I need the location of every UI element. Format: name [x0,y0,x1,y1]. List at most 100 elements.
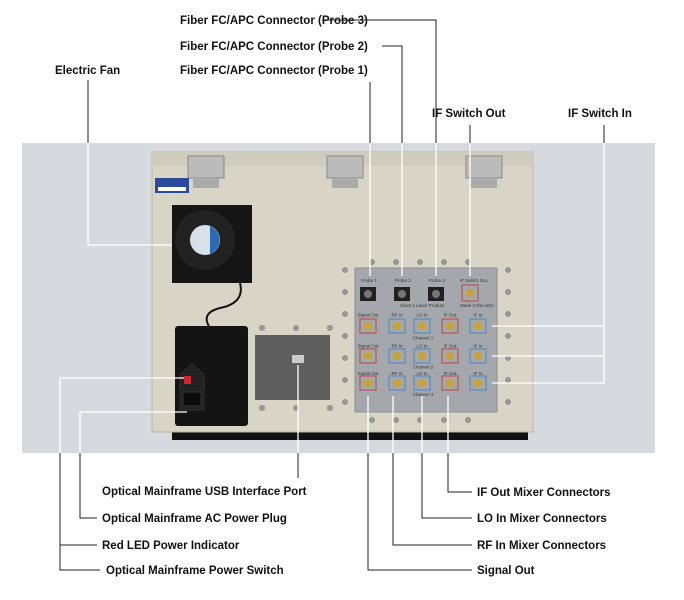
screw [417,259,423,265]
panel-column-label: Signal Out [357,344,379,349]
panel-column-label: Signal Out [357,371,379,376]
label-ac-plug: Optical Mainframe AC Power Plug [102,513,287,525]
screw [441,417,447,423]
panel-probe-3: Probe 3 [429,278,445,283]
label-signal-out: Signal Out [477,565,535,577]
label-probe-1: Fiber FC/APC Connector (Probe 1) [180,65,368,77]
panel-channel-2: Channel 2 [413,365,434,370]
if-switch-out-connector [461,284,479,302]
leader-ac-plug-inner [79,411,187,453]
panel-column-label: IF In [473,371,482,376]
leader-probe-2 [382,45,403,143]
screw [505,399,511,405]
screw [393,259,399,265]
panel-column-label: LO In [416,344,428,349]
mixer-connector-ch1-col4 [441,318,459,334]
mixer-connector-ch3-col1 [359,375,377,391]
panel-column-label: IF In [473,313,482,318]
leader-led-switch [59,453,100,571]
panel-column-label: RF In [391,344,402,349]
label-if-out-mixer: IF Out Mixer Connectors [477,487,611,499]
screw [259,405,265,411]
screw [505,267,511,273]
screw [393,417,399,423]
screw [342,377,348,383]
label-probe-3: Fiber FC/APC Connector (Probe 3) [180,15,368,27]
screw [465,417,471,423]
screw [342,399,348,405]
leader-ac-plug [79,453,97,519]
hinge [326,155,364,188]
label-if-switch-out: IF Switch Out [432,108,506,120]
screw [441,259,447,265]
fiber-connector-probe-2 [394,287,410,301]
panel-column-label: Signal Out [357,313,379,318]
mixer-connector-ch3-col4 [441,375,459,391]
mixer-connector-ch1-col1 [359,318,377,334]
label-red-led: Red LED Power Indicator [102,540,240,552]
screw [505,377,511,383]
leader-led-inner [59,377,184,453]
panel-column-label: IF Out [444,344,457,349]
screw [342,333,348,339]
leader-probe-3 [322,19,437,143]
mixer-connector-ch3-col2 [388,375,406,391]
label-if-switch-in: IF Switch In [568,108,632,120]
leader-mixer-inner [367,396,449,453]
mixer-connector-ch2-col2 [388,348,406,364]
mixer-connector-ch1-col3 [413,318,431,334]
screw [342,355,348,361]
screw [342,311,348,317]
label-power-switch: Optical Mainframe Power Switch [106,565,284,577]
mixer-connector-ch2-col5 [469,348,487,364]
power-module [175,326,248,426]
panel-column-label: IF Out [444,371,457,376]
panel-column-label: RF In [391,313,402,318]
label-usb-port: Optical Mainframe USB Interface Port [102,486,307,498]
panel-column-label: LO In [416,313,428,318]
fiber-connector-probe-3 [428,287,444,301]
mixer-connector-ch2-col1 [359,348,377,364]
screw [342,289,348,295]
panel-probe-1: Probe 1 [361,278,377,283]
fiber-connector-probe-1 [360,287,376,301]
mixer-connector-ch3-col5 [469,375,487,391]
leader-if-out [447,453,472,493]
screw [327,405,333,411]
hinge [187,155,225,188]
mixer-connector-ch1-col2 [388,318,406,334]
panel-column-label: IF In [473,344,482,349]
panel-laser-notice: Class 1 Laser Product [400,303,445,308]
mixer-connector-ch2-col4 [441,348,459,364]
panel-column-label: IF Out [444,313,457,318]
panel-column-label: RF In [391,371,402,376]
panel-column-label: LO In [416,371,428,376]
screw [327,325,333,331]
usb-panel [255,335,330,400]
panel-if-switch-out: IF Switch Out [460,278,488,283]
panel-probe-2: Probe 2 [395,278,411,283]
screw [505,289,511,295]
leader-rf-in [392,453,472,546]
usb-port [292,355,304,363]
screw [505,311,511,317]
leader-fan-inner [87,143,172,246]
mixer-connector-ch2-col3 [413,348,431,364]
label-rf-in-mixer: RF In Mixer Connectors [477,540,606,552]
leader-signal-out [367,453,472,571]
screw [369,417,375,423]
label-probe-2: Fiber FC/APC Connector (Probe 2) [180,41,368,53]
mixer-connector-ch3-col3 [413,375,431,391]
panel-made-in: Made in the USA [460,303,494,308]
screw [259,325,265,331]
mixer-connector-ch1-col5 [469,318,487,334]
ac-power-plug [182,391,202,407]
screw [293,325,299,331]
leader-if-switch-in-inner [492,143,605,384]
screw [342,267,348,273]
red-led-indicator [184,376,191,384]
electric-fan [172,205,252,329]
label-electric-fan: Electric Fan [55,65,120,77]
